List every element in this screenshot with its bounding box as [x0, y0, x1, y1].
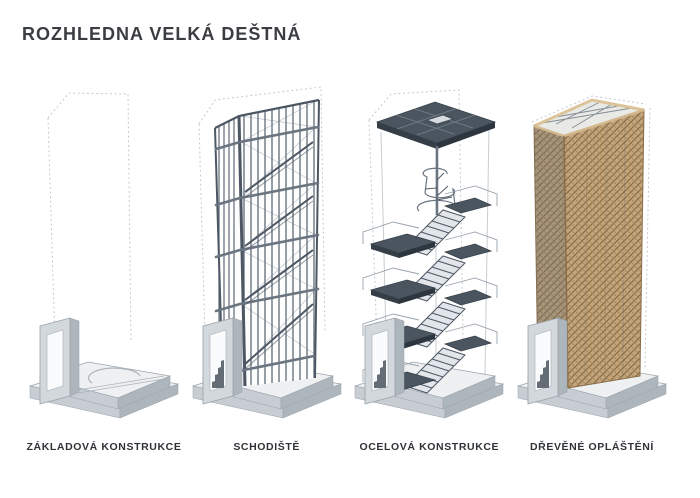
- dashed-volume-outline: [47, 92, 132, 343]
- dashed-volume-outline: [198, 86, 326, 337]
- stage-zakladova-konstrukce: ZÁKLADOVÁ KONSTRUKCE: [24, 80, 184, 453]
- concrete-foundation: [28, 317, 180, 419]
- page-title: ROZHLEDNA VELKÁ DEŠTNÁ: [22, 24, 302, 44]
- staircase-illustration: [191, 86, 342, 419]
- stair-module: [362, 231, 498, 304]
- timber-cladding-illustration: [516, 95, 668, 419]
- steel-structure-illustration: [353, 89, 505, 419]
- stage-drevene-oplasteni: DŘEVĚNÉ OPLÁŠTĚNÍ: [512, 80, 672, 453]
- open-top-frame: [532, 98, 645, 389]
- stair-module: [362, 323, 498, 394]
- dashed-volume-outline: [368, 89, 464, 343]
- stage-label: SCHODIŠTĚ: [233, 441, 300, 453]
- viewing-deck: [376, 101, 497, 149]
- stair-module: [362, 185, 498, 258]
- stage-schodiste: SCHODIŠTĚ: [187, 80, 347, 453]
- stage-label: OCELOVÁ KONSTRUKCE: [359, 441, 500, 453]
- stages-row: ZÁKLADOVÁ KONSTRUKCE: [0, 80, 700, 453]
- stage-label: ZÁKLADOVÁ KONSTRUKCE: [26, 441, 182, 453]
- stage-label: DŘEVĚNÉ OPLÁŠTĚNÍ: [529, 441, 654, 453]
- foundation-portal: [527, 317, 568, 405]
- foundation-portal: [202, 317, 242, 405]
- foundation-illustration: [28, 92, 180, 419]
- spiral-staircase: [417, 146, 457, 215]
- foundation-portal: [364, 317, 405, 405]
- stage-ocelova-konstrukce: OCELOVÁ KONSTRUKCE: [349, 80, 509, 453]
- dashed-volume-outline: [531, 95, 651, 369]
